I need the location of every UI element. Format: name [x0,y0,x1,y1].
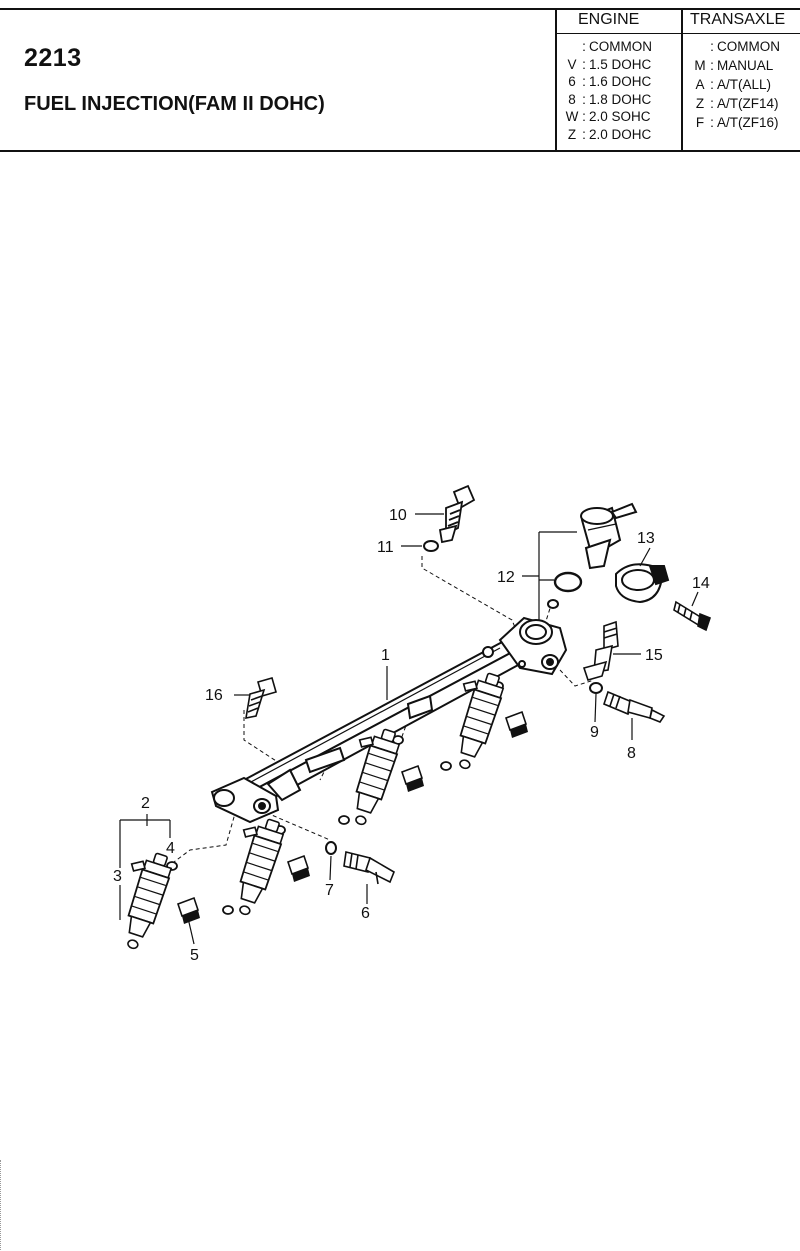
banjo-bolt-10 [438,484,476,544]
o-ring-7 [325,841,337,855]
o-ring-9 [589,682,603,694]
fitting-6 [343,851,395,885]
engine-column-divider [555,8,557,152]
callout-2: 2 [141,795,150,812]
transaxle-legend-row: :COMMON [693,38,780,57]
regulator-o-ring [553,571,583,593]
engine-key: W [565,109,579,124]
transaxle-key: M [694,58,706,73]
engine-legend-row: 8:1.8 DOHC [565,91,652,109]
transaxle-value: A/T(ZF16) [717,115,779,130]
transaxle-value: COMMON [717,39,780,54]
screw-14 [673,600,711,632]
transaxle-legend-row: A:A/T(ALL) [693,76,780,95]
callout-7: 7 [325,882,334,899]
engine-value: COMMON [589,39,652,54]
callout-5: 5 [190,947,199,964]
scan-edge-mark [0,1160,4,1250]
engine-key: 8 [568,91,576,107]
callout-4: 4 [166,840,175,857]
callout-15: 15 [645,647,663,664]
callout-10: 10 [389,507,407,524]
section-code: 2213 [24,44,82,72]
fitting-8 [603,690,666,723]
engine-legend-row: V:1.5 DOHC [565,56,652,74]
callout-1: 1 [381,647,390,664]
engine-key: Z [567,126,577,142]
callout-16: 16 [205,687,223,704]
bolt-16 [245,677,277,720]
callout-13: 13 [637,530,655,547]
transaxle-heading: TRANSAXLE [690,11,786,28]
injector-clip [505,711,529,739]
bottom-border [0,150,800,152]
engine-value: 1.6 DOHC [589,74,652,89]
engine-value: 1.5 DOHC [589,56,652,72]
callout-12: 12 [497,569,515,586]
transaxle-legend: :COMMON M:MANUAL A:A/T(ALL) Z:A/T(ZF14) … [693,38,780,133]
transaxle-legend-row: M:MANUAL [693,57,780,76]
engine-legend: :COMMON V:1.5 DOHC 6:1.6 DOHC 8:1.8 DOHC… [565,38,652,143]
fitting-15 [582,620,619,681]
callout-6: 6 [361,905,370,922]
transaxle-legend-row: Z:A/T(ZF14) [693,95,780,114]
callout-leaders [119,513,699,945]
callout-3: 3 [113,868,122,885]
washer-11 [423,540,439,552]
engine-legend-row: Z:2.0 DOHC [565,126,652,144]
engine-value: 1.8 DOHC [589,91,652,107]
injector-clip [287,855,311,883]
callout-8: 8 [627,745,636,762]
engine-legend-row: :COMMON [565,38,652,56]
engine-value: 2.0 DOHC [589,126,652,142]
engine-heading: ENGINE [578,11,640,28]
transaxle-value: A/T(ZF14) [717,96,779,111]
transaxle-key: F [695,115,705,130]
regulator-bracket [615,563,670,604]
engine-key: V [567,56,577,72]
engine-legend-row: W:2.0 SOHC [565,109,651,124]
callout-14: 14 [692,575,710,592]
fuel-injector [218,811,289,920]
transaxle-key: A [695,77,705,92]
transaxle-value: MANUAL [717,58,774,73]
transaxle-key: Z [695,96,705,111]
top-border [0,8,800,10]
engine-legend-row: 6:1.6 DOHC [565,73,652,91]
section-title: FUEL INJECTION(FAM II DOHC) [24,93,325,115]
transaxle-column-divider [681,8,683,152]
callout-9: 9 [590,724,599,741]
injector-clip [401,765,425,793]
fuel-injector [106,845,177,954]
engine-key: 6 [568,74,576,89]
legend-heading-underline [555,33,800,34]
regulator-seal [547,599,559,609]
pressure-regulator [580,502,638,570]
fuel-rail [210,616,568,824]
callout-11: 11 [377,539,394,556]
engine-value: 2.0 SOHC [589,109,651,124]
transaxle-legend-row: F:A/T(ZF16) [693,114,780,133]
transaxle-value: A/T(ALL) [717,77,772,92]
page-header: 2213 FUEL INJECTION(FAM II DOHC) ENGINE … [0,0,800,152]
